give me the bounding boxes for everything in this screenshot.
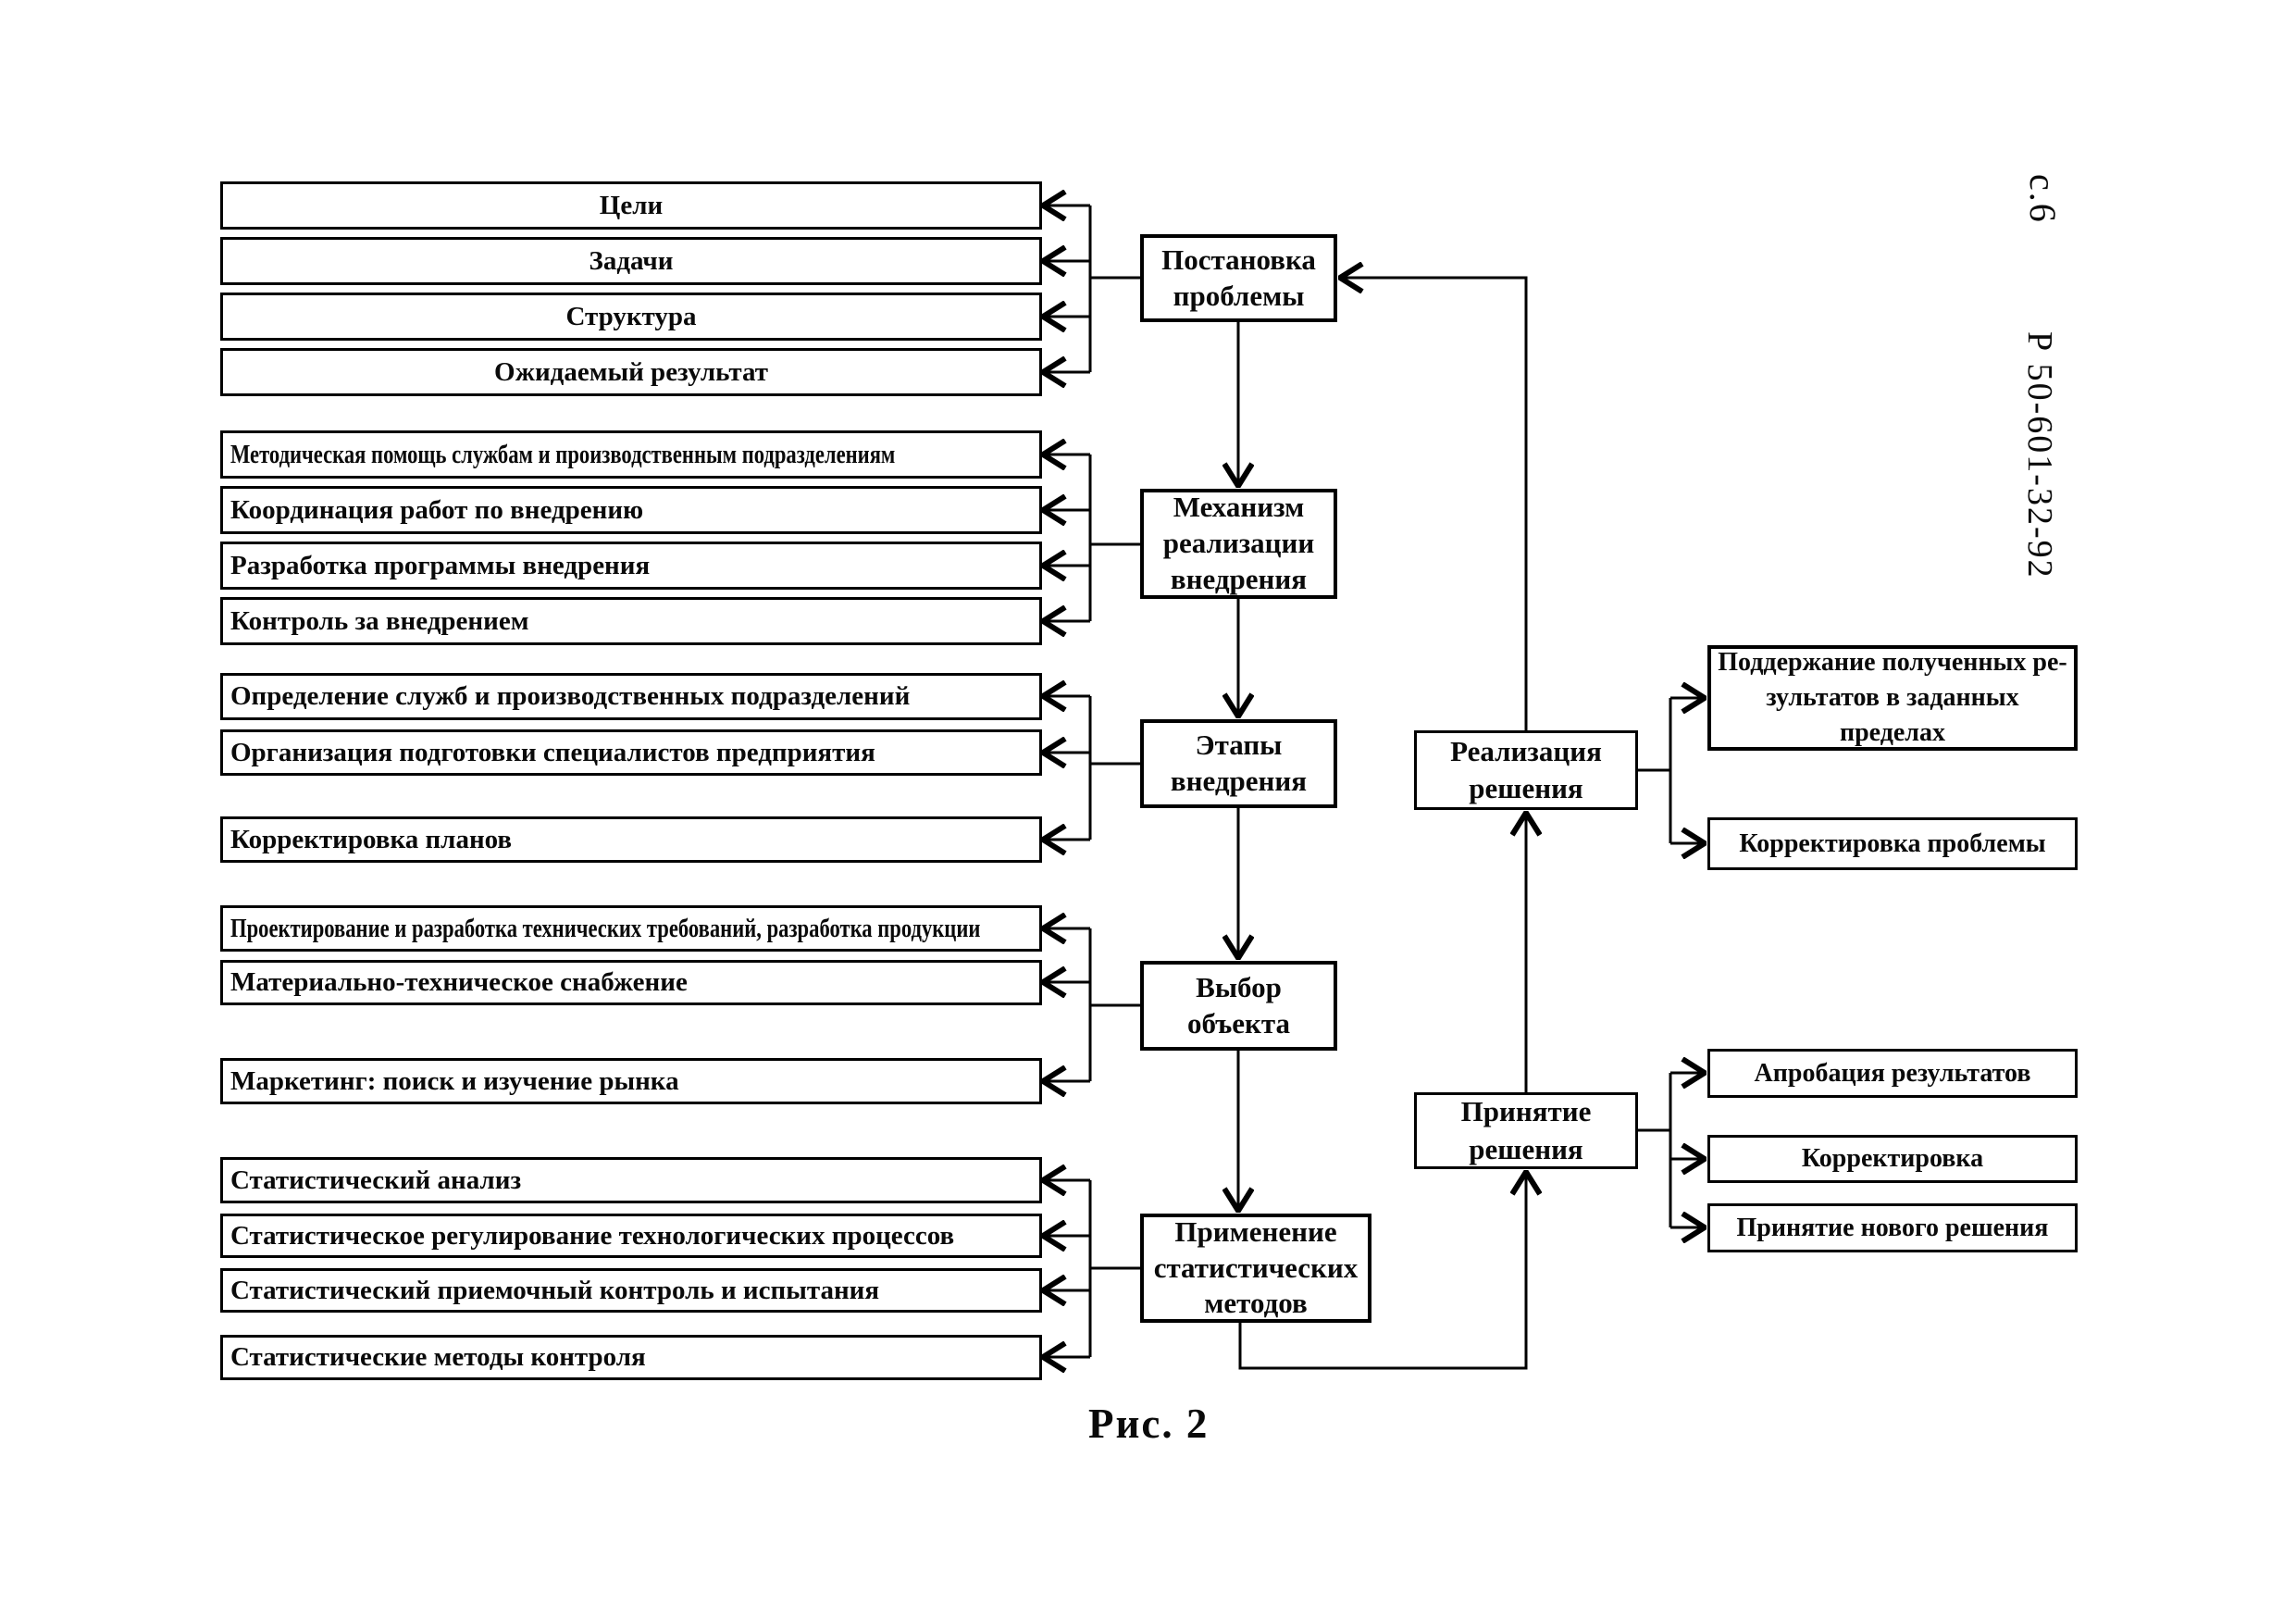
flow-box-statistical-methods-application: Применение статистических методов <box>1140 1214 1371 1323</box>
object-activity-box: Проектирование и разработка технических … <box>220 905 1042 952</box>
aspect-box-tasks: Задачи <box>220 237 1042 285</box>
group3-connectors <box>1043 696 1140 840</box>
decision-branch <box>1638 1073 1705 1227</box>
group4-connectors <box>1043 928 1140 1081</box>
outcome-box-problem-correction: Корректировка проблемы <box>1707 817 2078 870</box>
group5-connectors <box>1043 1180 1140 1357</box>
standard-code-label: Р 50-601-32-92 <box>2020 331 2059 579</box>
flow-label: Выбор объекта <box>1186 970 1291 1040</box>
flow-box-implementation-stages: Этапы внедрения <box>1140 719 1337 808</box>
activity-label: Корректировка планов <box>230 824 513 854</box>
flow-box-solution-implementation: Реализация решения <box>1414 730 1638 810</box>
implementation-branch <box>1638 698 1705 843</box>
flow-box-decision-making: Принятие решения <box>1414 1092 1638 1169</box>
outcome-box-maintain-results: Поддержание полученных ре- зультатов в з… <box>1707 645 2078 751</box>
figure-caption: Рис. 2 <box>1088 1401 1210 1447</box>
outcome-label: Корректировка <box>1801 1144 1984 1174</box>
page-number-label: с.6 <box>2022 174 2064 224</box>
mechanism-activity-box: Контроль за внедрением <box>220 597 1042 645</box>
statistical-method-box: Статистические методы контроля <box>220 1335 1042 1380</box>
object-activity-box: Материально-техническое снабжение <box>220 960 1042 1005</box>
outcome-label: Апробация результатов <box>1754 1058 2031 1088</box>
aspect-label: Структура <box>565 301 697 331</box>
aspect-box-structure: Структура <box>220 293 1042 341</box>
group1-connectors <box>1043 205 1140 372</box>
statistical-method-box: Статистический приемочный контроль и исп… <box>220 1268 1042 1313</box>
activity-label: Организация подготовки специалистов пред… <box>230 737 875 767</box>
flow-box-object-selection: Выбор объекта <box>1140 961 1337 1051</box>
activity-label: Статистические методы контроля <box>230 1342 646 1373</box>
aspect-label: Задачи <box>589 245 674 276</box>
feedback-loop-arrows <box>1238 278 1526 1370</box>
aspect-box-goals: Цели <box>220 181 1042 230</box>
activity-label: Статистическое регулирование технологиче… <box>230 1220 955 1251</box>
activity-label: Контроль за внедрением <box>230 605 529 636</box>
stage-activity-box: Организация подготовки специалистов пред… <box>220 729 1042 776</box>
activity-label: Координация работ по внедрению <box>230 494 644 525</box>
flow-label: Принятие решения <box>1460 1095 1592 1165</box>
activity-label: Проектирование и разработка технических … <box>230 913 981 943</box>
flow-label: Реализация решения <box>1450 734 1602 804</box>
mechanism-activity-box: Методическая помощь службам и производст… <box>220 430 1042 479</box>
flow-label: Этапы внедрения <box>1170 729 1308 797</box>
activity-label: Материально-техническое снабжение <box>230 967 688 998</box>
aspect-box-expected-result: Ожидаемый результат <box>220 348 1042 396</box>
outcome-label: Поддержание полученных ре- зультатов в з… <box>1718 648 2067 747</box>
mechanism-activity-box: Разработка программы внедрения <box>220 542 1042 590</box>
outcome-label: Корректировка проблемы <box>1739 828 2046 858</box>
activity-label: Определение служб и производственных под… <box>230 681 911 712</box>
flow-label: Применение статистических методов <box>1153 1214 1359 1320</box>
stage-activity-box: Определение служб и производственных под… <box>220 673 1042 720</box>
activity-label: Маркетинг: поиск и изучение рынка <box>230 1065 679 1096</box>
aspect-label: Ожидаемый результат <box>494 356 768 387</box>
flow-box-implementation-mechanism: Механизм реализации внедрения <box>1140 489 1337 599</box>
statistical-method-box: Статистический анализ <box>220 1157 1042 1203</box>
stage-activity-box: Корректировка планов <box>220 816 1042 863</box>
mechanism-activity-box: Координация работ по внедрению <box>220 486 1042 534</box>
group2-connectors <box>1043 455 1140 621</box>
flow-label: Механизм реализации внедрения <box>1162 491 1315 595</box>
aspect-label: Цели <box>599 190 664 220</box>
activity-label: Методическая помощь службам и производст… <box>230 439 896 469</box>
flow-box-problem-statement: Постановка проблемы <box>1140 234 1337 322</box>
outcome-box-correction: Корректировка <box>1707 1135 2078 1183</box>
activity-label: Статистический анализ <box>230 1164 522 1195</box>
outcome-box-results-approbation: Апробация результатов <box>1707 1049 2078 1098</box>
object-activity-box: Маркетинг: поиск и изучение рынка <box>220 1058 1042 1104</box>
activity-label: Разработка программы внедрения <box>230 550 651 580</box>
outcome-box-new-decision: Принятие нового решения <box>1707 1203 2078 1252</box>
flow-label: Постановка проблемы <box>1161 243 1316 312</box>
statistical-method-box: Статистическое регулирование технологиче… <box>220 1214 1042 1258</box>
outcome-label: Принятие нового решения <box>1736 1213 2049 1242</box>
activity-label: Статистический приемочный контроль и исп… <box>230 1275 880 1305</box>
